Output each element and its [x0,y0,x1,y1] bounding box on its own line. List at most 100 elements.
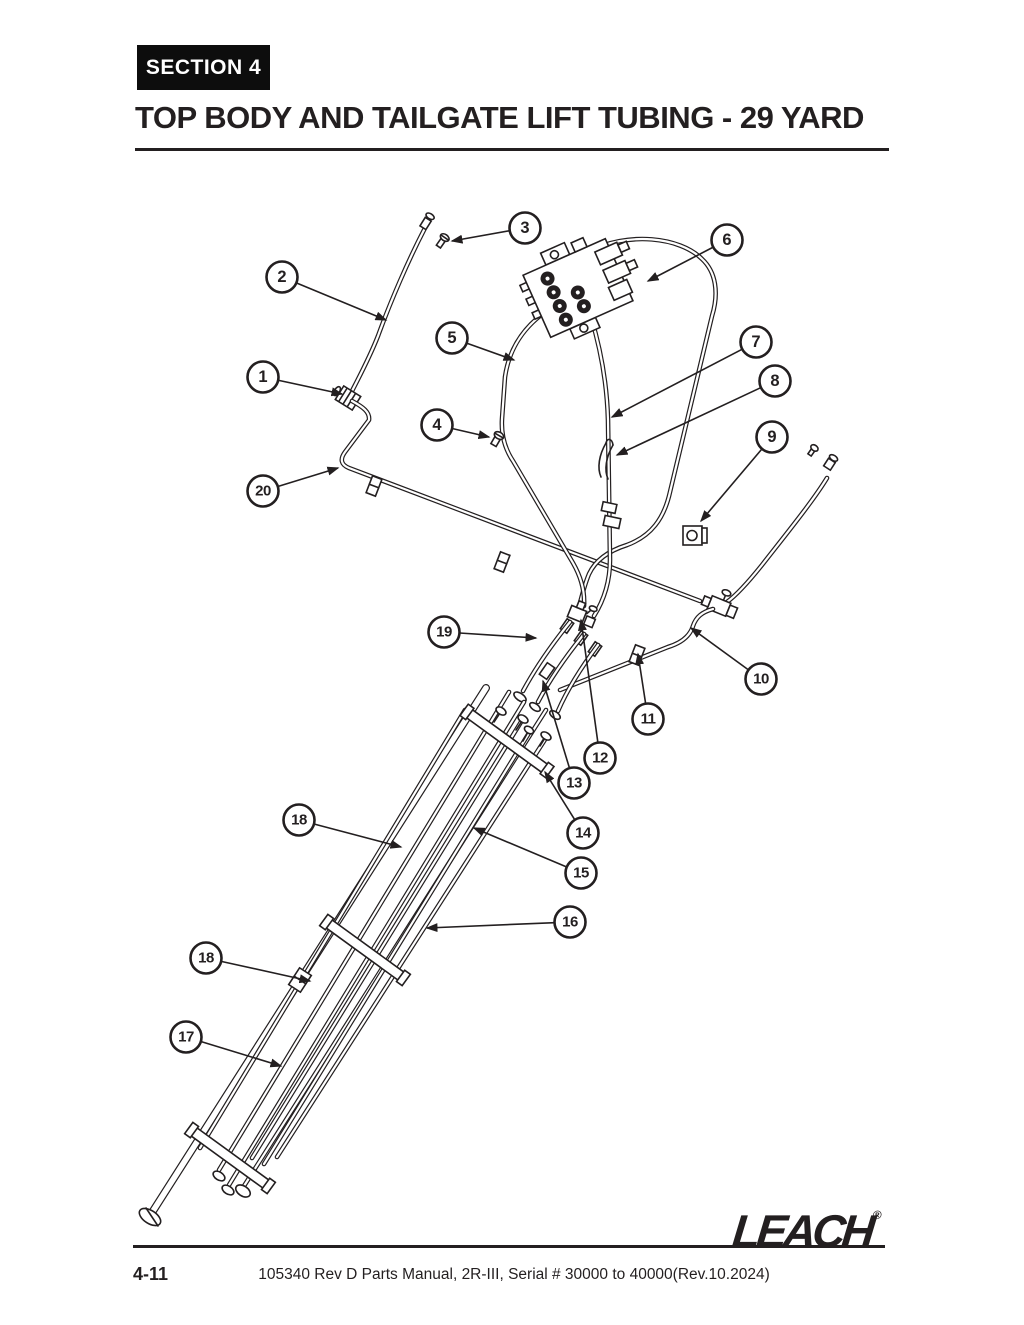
callout-12: 12 [577,618,617,775]
callout-leader [635,652,647,704]
callout-leader [425,921,555,933]
bundle-bottom-ends [138,1170,252,1227]
callout-bubble [246,360,280,394]
callout-number: 4 [432,416,442,434]
callout-number: 16 [562,914,578,931]
callout-bubble [758,364,792,398]
tubing-artwork [138,212,839,1227]
callout-number: 9 [767,428,776,446]
callout-18: 18 [189,941,312,984]
callout-leader [615,386,762,456]
tube-fitting [600,500,618,515]
callout-bubble [282,803,316,837]
callout-leader [689,627,749,671]
callout-3: 3 [450,211,542,245]
callout-bubble [755,420,789,454]
callout-18: 18 [282,803,403,849]
callout-bubble [739,325,773,359]
fitting-cluster [700,588,739,620]
callout-bubble [508,211,542,245]
tube-end-fitting [822,453,839,472]
registered-mark: ® [872,1208,883,1222]
callout-leader [313,823,403,849]
callout-9: 9 [700,420,789,523]
callout-1: 1 [246,360,344,397]
callout-leader [277,379,344,397]
page-title: TOP BODY AND TAILGATE LIFT TUBING - 29 Y… [135,100,864,135]
callout-bubble [583,741,617,775]
section-badge: SECTION 4 [137,45,270,90]
page-number: 4-11 [133,1264,169,1284]
callout-leader [466,342,516,361]
callout-number: 17 [178,1029,194,1046]
manual-info: 105340 Rev D Parts Manual, 2R-III, Seria… [258,1266,770,1283]
valve-manifold [518,236,639,340]
callout-leader [220,960,312,984]
callout-number: 12 [592,750,608,767]
callout-bubble [631,702,665,736]
callout-13: 13 [541,679,591,800]
callout-number: 19 [436,624,452,641]
callout-leader [451,427,491,440]
tube-clamp [493,550,511,574]
callout-bubble [564,856,598,890]
hose-collar-13 [538,661,556,681]
callout-6: 6 [646,223,744,282]
callout-leader [450,229,510,244]
callout-number: 14 [575,825,592,842]
callout-number: 15 [573,865,589,882]
callout-number: 7 [751,333,760,351]
brand-logo: LEACH® [0,1204,883,1258]
callout-11: 11 [631,652,665,736]
section-label: SECTION 4 [145,55,262,79]
callout-16: 16 [425,905,587,939]
callout-leader [200,1040,283,1068]
callout-10: 10 [689,627,778,696]
callout-bubble [265,260,299,294]
title-divider [135,148,889,151]
hose-end [528,701,542,713]
bolt-4 [489,430,505,448]
bolt-3 [435,232,450,250]
callout-bubble [566,816,600,850]
callout-5: 5 [435,321,516,361]
callout-2: 2 [265,260,388,321]
hairpin-clip-8 [598,438,614,480]
callout-leader [541,679,571,769]
callout-leader [296,282,388,321]
clamp-bolts-top [493,706,552,747]
callout-leader [459,632,538,642]
callout-leader [577,618,599,743]
callout-bubble [246,474,280,508]
callout-number: 10 [753,671,769,688]
callout-bubble [427,615,461,649]
footer-divider [133,1245,885,1248]
callout-number: 20 [255,483,271,500]
callout-17: 17 [169,1020,283,1068]
callout-bubble [557,766,591,800]
callout-4: 4 [420,408,491,442]
callout-number: 8 [770,372,779,390]
tube-end-fitting [418,212,435,231]
callout-7: 7 [610,325,773,418]
square-nut-9 [682,525,708,546]
callout-leader [646,246,714,282]
callout-20: 20 [246,466,340,508]
callout-leader [472,827,568,868]
callout-bubble [710,223,744,257]
callout-leader [610,348,743,418]
clamp-bar [318,913,412,987]
callout-number: 3 [520,219,529,237]
tube-clamp-11 [628,643,646,667]
callout-number: 13 [566,775,582,792]
tube-clamp [365,474,383,498]
callout-bubble [420,408,454,442]
callout-14: 14 [544,770,600,850]
clamp-bar [183,1121,277,1195]
callout-number: 2 [277,268,286,286]
bolt-9 [806,443,819,458]
callout-bubble [435,321,469,355]
callout-8: 8 [615,364,792,456]
